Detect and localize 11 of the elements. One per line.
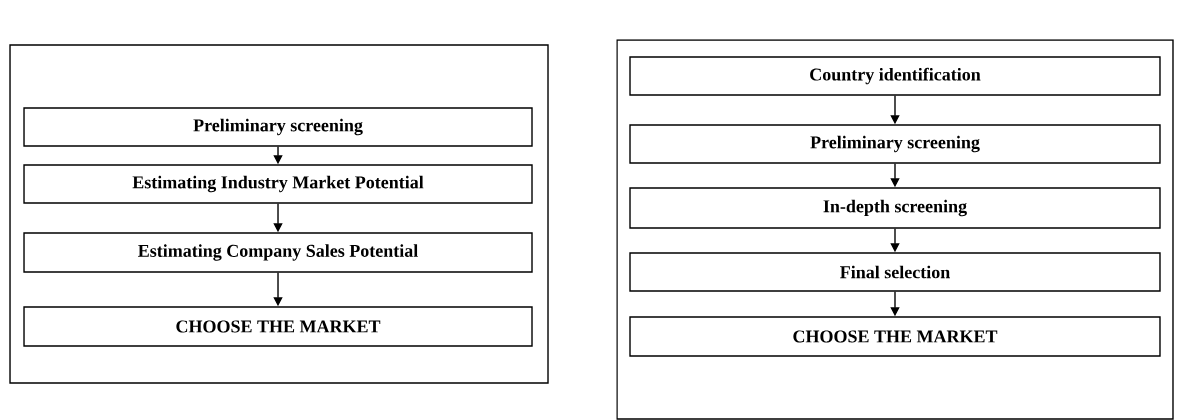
step-box: In-depth screening <box>629 187 1161 229</box>
step-box: CHOOSE THE MARKET <box>23 306 533 347</box>
step-box: CHOOSE THE MARKET <box>629 316 1161 357</box>
step-box: Final selection <box>629 252 1161 292</box>
frame-box <box>616 39 1174 420</box>
step-box: Preliminary screening <box>629 124 1161 164</box>
step-box: Estimating Company Sales Potential <box>23 232 533 273</box>
step-box: Country identification <box>629 56 1161 96</box>
frame-box <box>9 44 549 384</box>
step-box: Preliminary screening <box>23 107 533 147</box>
step-box: Estimating Industry Market Potential <box>23 164 533 204</box>
